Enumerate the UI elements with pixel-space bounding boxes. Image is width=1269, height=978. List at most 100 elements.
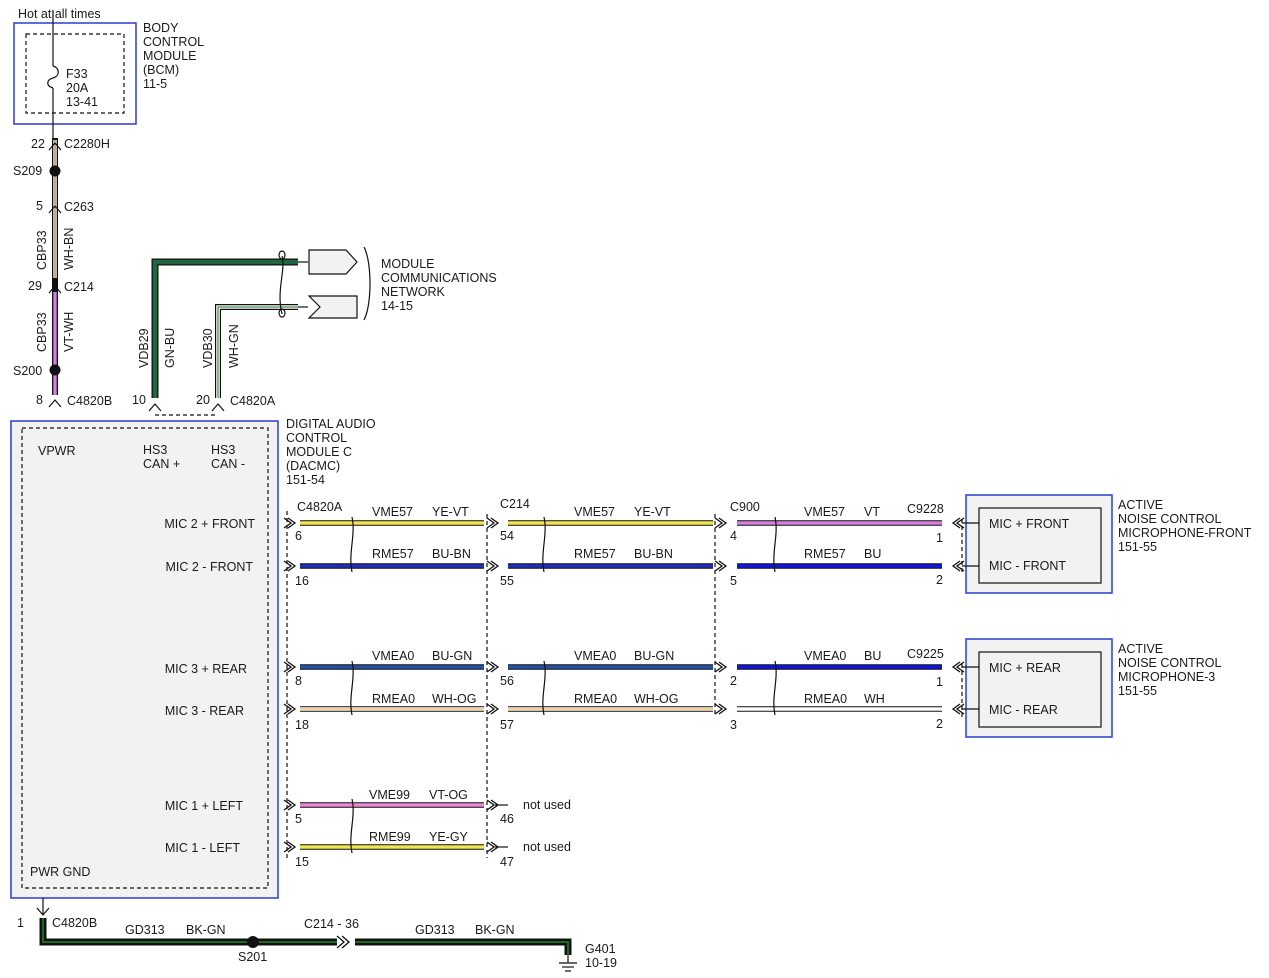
ground-symbol-icon xyxy=(559,955,577,972)
anc-front-name-line: MICROPHONE-FRONT xyxy=(1118,526,1252,540)
can-minus-wire xyxy=(215,304,298,398)
gd313-circuit-label: GD313 xyxy=(415,923,455,937)
wire-circuit-label: VME57 xyxy=(574,505,615,519)
connector-arrow-icon xyxy=(951,517,965,529)
connector-arrow-icon xyxy=(714,517,728,529)
mic1-plus-left-pin-label: MIC 1 + LEFT xyxy=(165,799,244,813)
c2280h-label: C2280H xyxy=(64,137,110,151)
vpwr-pin-label: VPWR xyxy=(38,444,76,458)
bcm-module-box xyxy=(13,22,137,125)
pin-10-label: 10 xyxy=(132,393,146,407)
mcn-label-line: NETWORK xyxy=(381,285,446,299)
mcn-bracket-icon xyxy=(363,246,371,321)
mic-plus-front-pin-label: MIC + FRONT xyxy=(989,517,1070,531)
fuse-label: F33 xyxy=(66,67,88,81)
wire-pin-label: 1 xyxy=(936,675,943,689)
connector-arrow-icon xyxy=(951,703,965,715)
gd313-circuit-label: GD313 xyxy=(125,923,165,937)
connector-arrow-icon xyxy=(283,517,297,529)
twisted-pair-markers xyxy=(350,516,777,854)
c214-label: C214 xyxy=(64,280,94,294)
bcm-name-line: MODULE xyxy=(143,49,196,63)
g401-label: G401 xyxy=(585,942,616,956)
not-used-label: not used xyxy=(523,840,571,854)
hs3-can-plus-label: HS3 xyxy=(143,443,167,457)
wire-color-label: BU-GN xyxy=(432,649,472,663)
wire-row-mic2-plus: VME57 YE-VT VME57 YE-VT VME57 VT 6 54 4 … xyxy=(295,505,943,545)
mcn-label-line: COMMUNICATIONS xyxy=(381,271,497,285)
connector-arrow-icon xyxy=(714,661,728,673)
wire-color-label: WH-OG xyxy=(634,692,678,706)
pin-5-label: 5 xyxy=(36,199,43,213)
twisted-pair-icon xyxy=(350,516,354,573)
wire-row-mic1-plus: VME99 VT-OG 5 46 not used xyxy=(295,788,571,826)
fuse-icon xyxy=(47,65,59,89)
mic-plus-rear-pin-label: MIC + REAR xyxy=(989,661,1061,675)
mic2-minus-front-pin-label: MIC 2 - FRONT xyxy=(166,560,254,574)
c9225-connector-label: C9225 xyxy=(907,647,944,661)
wire-color-label: BU-BN xyxy=(634,547,673,561)
bk-gn-color-label: BK-GN xyxy=(475,923,515,937)
wire-color-label: WH-OG xyxy=(432,692,476,706)
dacmc-name-line: 151-54 xyxy=(286,473,325,487)
c4820b-label: C4820B xyxy=(67,394,112,408)
wire-pin-label: 2 xyxy=(936,573,943,587)
gn-bu-color-label: GN-BU xyxy=(163,328,177,368)
wire-circuit-label: RMEA0 xyxy=(372,692,415,706)
connector-arrow-icon xyxy=(283,661,297,673)
not-used-label: not used xyxy=(523,798,571,812)
wire-pin-label: 6 xyxy=(295,529,302,543)
wire-color-label: WH xyxy=(864,692,885,706)
c4820a-label: C4820A xyxy=(230,394,276,408)
wire-circuit-label: RME57 xyxy=(574,547,616,561)
fuse-rating: 20A xyxy=(66,81,89,95)
connector-arrow-icon xyxy=(283,799,297,811)
s200-label: S200 xyxy=(13,364,42,378)
hs3-can-minus-label: CAN - xyxy=(211,457,245,471)
bk-gn-color-label: BK-GN xyxy=(186,923,226,937)
bcm-name-line: 11-5 xyxy=(143,77,167,91)
wire-circuit-label: RME57 xyxy=(804,547,846,561)
anc-front-name-line: NOISE CONTROL xyxy=(1118,512,1222,526)
vt-wh-color-label: VT-WH xyxy=(62,312,76,352)
connector-arrow-icon xyxy=(486,841,500,853)
wire-pin-label: 16 xyxy=(295,574,309,588)
cbp33-circuit-label: CBP33 xyxy=(35,312,49,352)
wire-circuit-label: RMEA0 xyxy=(574,692,617,706)
dacmc-name-line: (DACMC) xyxy=(286,459,340,473)
wire-color-label: BU-GN xyxy=(634,649,674,663)
wire-pin-label: 1 xyxy=(936,531,943,545)
anc-rear-name-line: NOISE CONTROL xyxy=(1118,656,1222,670)
wire-pin-label: 56 xyxy=(500,674,514,688)
mic3-minus-rear-pin-label: MIC 3 - REAR xyxy=(165,704,244,718)
fuse-reference: 13-41 xyxy=(66,95,98,109)
anc-rear-name: ACTIVE NOISE CONTROL MICROPHONE-3 151-55 xyxy=(1118,642,1222,698)
wire-circuit-label: VMEA0 xyxy=(574,649,616,663)
vdb30-circuit-label: VDB30 xyxy=(201,328,215,368)
wire-pin-label: 18 xyxy=(295,718,309,732)
mic-minus-rear-pin-label: MIC - REAR xyxy=(989,703,1058,717)
c9228-connector-label: C9228 xyxy=(907,502,944,516)
wire-circuit-label: VME57 xyxy=(372,505,413,519)
pwr-gnd-label: PWR GND xyxy=(30,865,90,879)
wire-row-mic3-plus: VMEA0 BU-GN VMEA0 BU-GN VMEA0 BU 8 56 2 … xyxy=(295,649,943,689)
connector-arrow-icon xyxy=(486,661,500,673)
anc-front-name-line: ACTIVE xyxy=(1118,498,1163,512)
dacmc-module-box xyxy=(10,420,279,899)
wire-circuit-label: VME57 xyxy=(804,505,845,519)
connector-arrow-icon xyxy=(486,560,500,572)
mcn-label-line: 14-15 xyxy=(381,299,413,313)
bcm-name: BODY CONTROL MODULE (BCM) 11-5 xyxy=(143,21,204,91)
wire-circuit-label: RMEA0 xyxy=(804,692,847,706)
mic-minus-front-pin-label: MIC - FRONT xyxy=(989,559,1066,573)
c263-connector-icon xyxy=(48,205,62,214)
wire-row-mic3-minus: RMEA0 WH-OG RMEA0 WH-OG RMEA0 WH 18 57 3… xyxy=(295,692,943,732)
s201-label: S201 xyxy=(238,950,267,964)
anc-rear-name-line: MICROPHONE-3 xyxy=(1118,670,1215,684)
wire-pin-label: 15 xyxy=(295,855,309,869)
wire-pin-label: 55 xyxy=(500,574,514,588)
wire-circuit-label: VMEA0 xyxy=(372,649,414,663)
connector-arrow-icon xyxy=(283,841,297,853)
wire-color-label: VT xyxy=(864,505,880,519)
